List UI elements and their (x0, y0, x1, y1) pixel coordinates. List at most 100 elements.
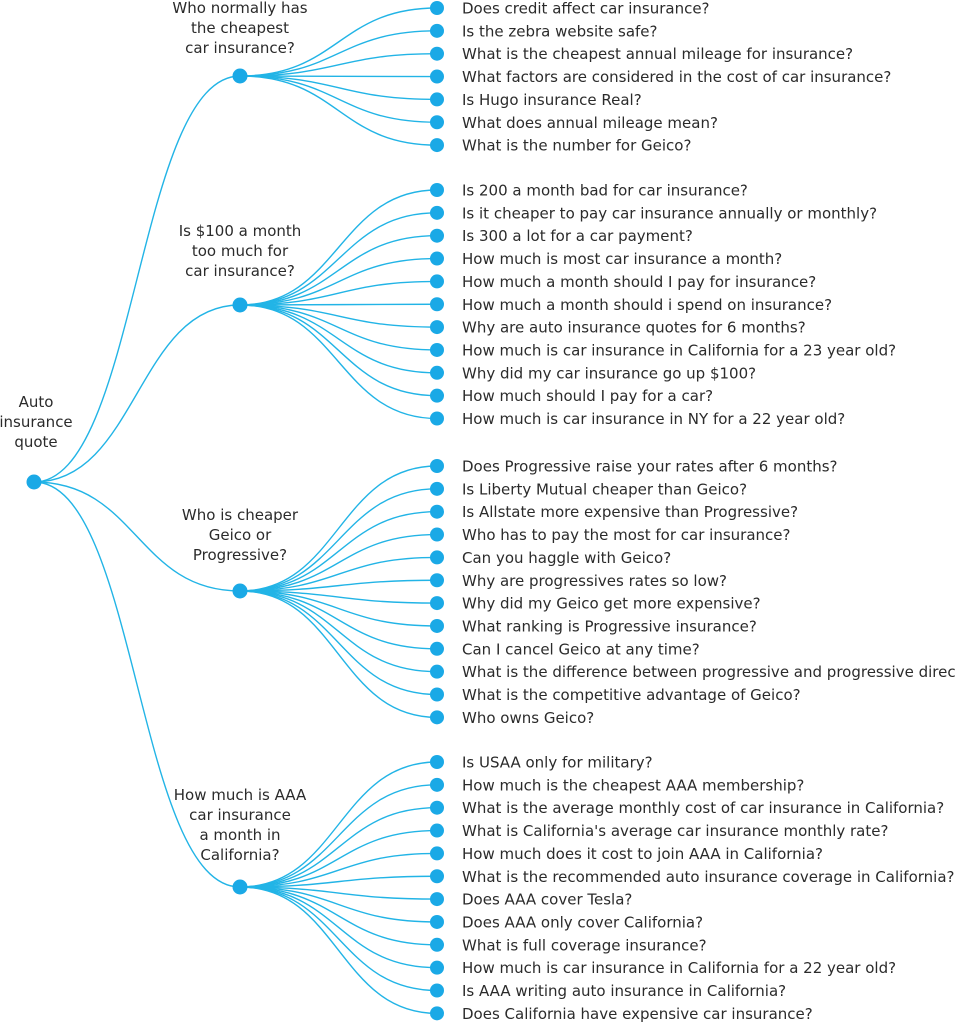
leaf-node (430, 481, 444, 496)
root-link (33, 75, 241, 483)
branch-label-line: California? (200, 846, 279, 864)
question-label: What is the competitive advantage of Gei… (462, 686, 801, 704)
question-label: What is the number for Geico? (462, 137, 691, 155)
branch-link (239, 304, 438, 420)
question-label: Can I cancel Geico at any time? (462, 640, 700, 658)
branch-label-line: How much is AAA (174, 786, 307, 804)
leaf-node (430, 892, 444, 907)
branch-label-line: Who is cheaper (182, 506, 299, 524)
branch-label-line: Who normally has (172, 0, 307, 17)
branch-link (239, 886, 438, 900)
branch-link (239, 533, 438, 592)
question-label: Does credit affect car insurance? (462, 0, 710, 18)
leaf-node (430, 1, 444, 15)
branch-link (239, 235, 438, 306)
branch-link (239, 886, 438, 923)
leaf-node (430, 618, 444, 633)
question-label: What ranking is Progressive insurance? (462, 617, 757, 635)
branch-link (239, 304, 438, 374)
question-label: How much is most car insurance a month? (462, 250, 782, 268)
branch-label-line: Progressive? (193, 546, 287, 564)
leaf-node (430, 846, 444, 861)
branch-link (239, 875, 438, 888)
branch-link (239, 829, 438, 888)
root-label-line: quote (14, 433, 57, 451)
branch-node (232, 68, 248, 84)
branch-link (239, 886, 438, 946)
branch-label-line: Is $100 a month (179, 222, 302, 240)
question-label: Who owns Geico? (462, 709, 594, 727)
branch-label-line: the cheapest (191, 19, 289, 37)
root-link (33, 481, 241, 888)
branch-label-line: car insurance? (185, 262, 295, 280)
leaf-node (430, 365, 444, 380)
branch-link (239, 511, 438, 592)
leaf-node (430, 228, 444, 243)
leaf-node (430, 869, 444, 884)
question-label: What is the difference between progressi… (462, 663, 955, 681)
branch-link (239, 556, 438, 592)
question-label: What is full coverage insurance? (462, 936, 707, 954)
branch-label-line: a month in (199, 826, 280, 844)
leaf-node (430, 411, 444, 426)
branch-link (239, 212, 438, 306)
leaf-node (430, 641, 444, 656)
question-label: Why did my car insurance go up $100? (462, 364, 756, 382)
branch-link (239, 257, 438, 306)
root-link (33, 481, 241, 592)
leaf-node (430, 388, 444, 403)
leaf-node (430, 573, 444, 588)
root-label-line: insurance (0, 413, 73, 431)
question-label: What is the cheapest annual mileage for … (462, 45, 853, 63)
branch-link (239, 886, 438, 969)
branch-label-line: car insurance? (185, 39, 295, 57)
leaf-node (430, 92, 444, 107)
leaf-node (430, 983, 444, 998)
root-link (33, 304, 241, 483)
branch-link (239, 75, 438, 146)
leaf-node (430, 183, 444, 197)
leaf-node (430, 459, 444, 473)
leaf-node (430, 800, 444, 815)
question-label: Is USAA only for military? (462, 754, 653, 772)
question-label: Who has to pay the most for car insuranc… (462, 526, 790, 544)
question-label: Is it cheaper to pay car insurance annua… (462, 204, 877, 222)
branch-link (239, 886, 438, 1015)
leaf-node (430, 664, 444, 679)
leaf-node (430, 274, 444, 289)
leaf-node (430, 755, 444, 769)
leaf-node (430, 823, 444, 838)
question-label: Does AAA only cover California? (462, 913, 703, 931)
question-label: How much is the cheapest AAA membership? (462, 776, 804, 794)
branch-link (239, 784, 438, 888)
leaf-node (430, 550, 444, 565)
leaf-node (430, 687, 444, 702)
leaf-node (430, 205, 444, 220)
leaf-node (430, 320, 444, 335)
question-label: How much does it cost to join AAA in Cal… (462, 845, 823, 863)
question-label: Is 200 a month bad for car insurance? (462, 182, 748, 200)
leaf-node (430, 342, 444, 357)
branch-link (239, 488, 438, 592)
leaf-node (430, 960, 444, 975)
branch-link (239, 807, 438, 888)
question-label: How much is car insurance in California … (462, 959, 896, 977)
leaf-node (430, 504, 444, 519)
branch-link (239, 75, 438, 123)
leaf-node (430, 710, 444, 725)
leaf-node (430, 69, 444, 84)
branch-link (239, 590, 438, 627)
question-label: Is Liberty Mutual cheaper than Geico? (462, 480, 747, 498)
leaf-node (430, 297, 444, 312)
leaf-node (430, 251, 444, 266)
branch-link (239, 303, 438, 306)
branch-link (239, 280, 438, 306)
question-label: How much a month should i spend on insur… (462, 296, 832, 314)
branch-link (239, 304, 438, 328)
branch-label: Who normally has the cheapest car insuranc… (172, 0, 307, 57)
